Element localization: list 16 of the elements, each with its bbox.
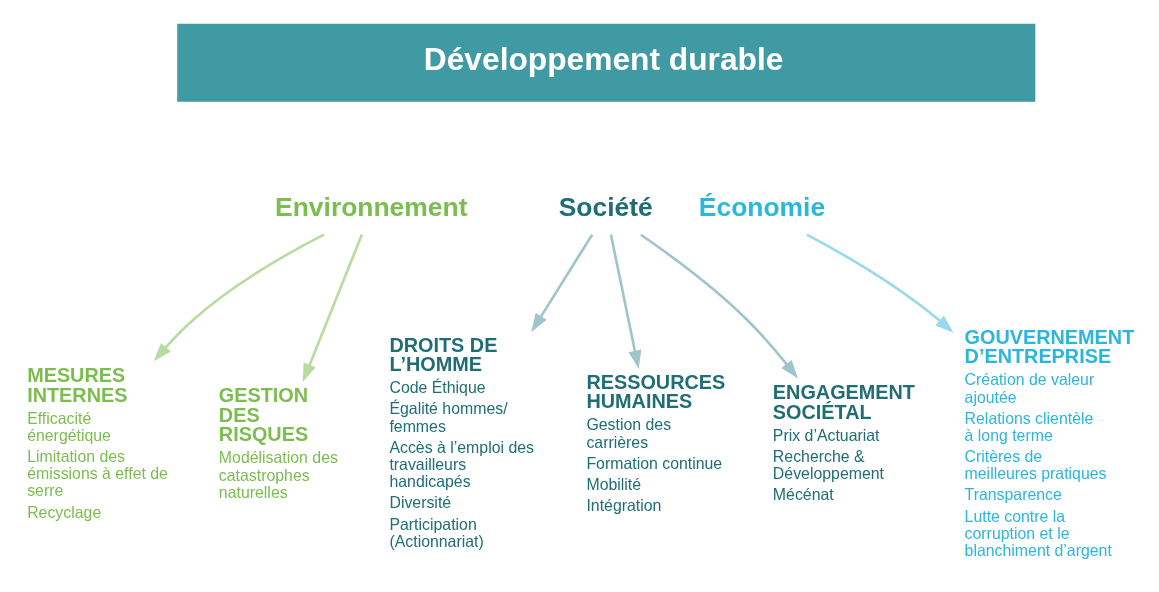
arrow <box>531 233 594 333</box>
node-text: Environnement <box>275 192 468 223</box>
arrow <box>302 234 364 383</box>
node-text: ENGAGEMENT SOCIÉTAL Prix d’Actuariat Recherche & Développement Mécénat <box>772 381 915 504</box>
node-text: DROITS DE L’HOMME Code Éthique Égalité hommes/ femmes Accès à l’emploi des travailleurs handicapés Diversité Participation (Actionnariat) <box>389 333 534 550</box>
node-text: Société <box>558 192 653 223</box>
node-text: GESTION DES RISQUES Modélisation des catastrophes naturelles <box>218 383 338 501</box>
arrow <box>806 233 954 333</box>
arrow <box>153 233 325 362</box>
node-text: MESURES INTERNES Efficacité énergétique Limitation des émissions à effet de serre Recyclage <box>27 363 168 521</box>
arrow <box>640 233 798 379</box>
node-text: GOUVERNEMENT D’ENTREPRISE Création de valeur ajoutée Relations clientèle à long terme Critères de meilleures pratiques Transparence Lutte contre la corruption et le blanchiment d’argent <box>964 325 1135 559</box>
node-text: Économie <box>698 192 826 223</box>
node-text: RESSOURCES HUMAINES Gestion des carrières Formation continue Mobilité Intégration <box>586 370 726 514</box>
arrow <box>609 234 642 370</box>
node-box: Développement durable <box>177 23 1036 102</box>
